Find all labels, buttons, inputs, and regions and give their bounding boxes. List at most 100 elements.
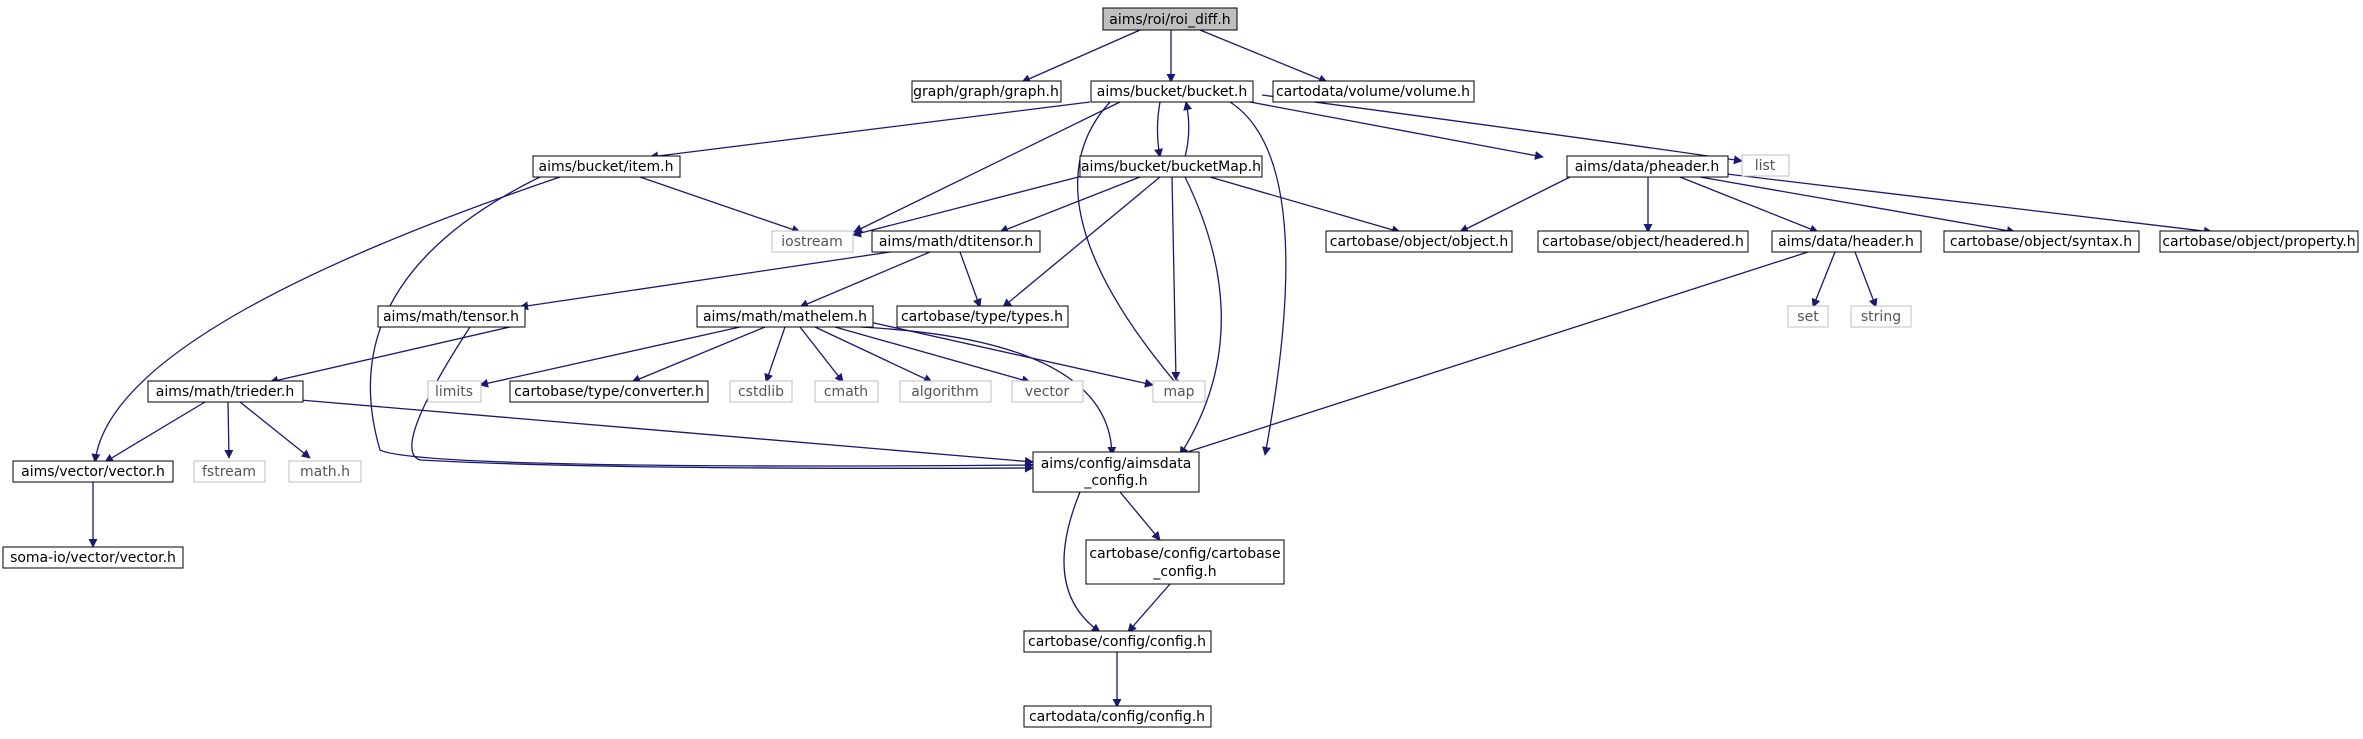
- svg-text:cartobase/object/property.h: cartobase/object/property.h: [2162, 234, 2355, 250]
- svg-text:aims/bucket/bucket.h: aims/bucket/bucket.h: [1097, 84, 1248, 100]
- node-types[interactable]: cartobase/type/types.h: [896, 305, 1069, 328]
- svg-text:aims/bucket/bucketMap.h: aims/bucket/bucketMap.h: [1081, 159, 1261, 175]
- edge-item-aimsconfig: [369, 176, 1034, 470]
- edge-bucketmap-dtitensor: [999, 176, 1141, 234]
- edges: [88, 29, 2213, 708]
- edge-mathelem-aimsconfig: [859, 326, 1117, 456]
- svg-text:aims/math/dtitensor.h: aims/math/dtitensor.h: [879, 234, 1033, 250]
- svg-text:aims/math/tensor.h: aims/math/tensor.h: [383, 309, 519, 325]
- edge-trieder-fstream: [224, 401, 234, 459]
- svg-text:vector: vector: [1025, 384, 1070, 400]
- node-aimsdata_config[interactable]: aims/config/aimsdata _config.h: [1032, 451, 1200, 493]
- node-trieder[interactable]: aims/math/trieder.h: [147, 380, 304, 403]
- node-converter[interactable]: cartobase/type/converter.h: [509, 380, 709, 403]
- node-algorithm[interactable]: algorithm: [899, 380, 992, 403]
- node-config[interactable]: cartobase/config/config.h: [1023, 630, 1212, 653]
- nodes: aims/roi/roi_diff.h graph/graph/graph.h …: [2, 7, 2359, 728]
- svg-text:soma-io/vector/vector.h: soma-io/vector/vector.h: [10, 550, 176, 566]
- svg-text:_config.h: _config.h: [1152, 564, 1216, 580]
- svg-text:cartobase/config/cartobase: cartobase/config/cartobase: [1089, 546, 1280, 562]
- svg-text:cartobase/object/syntax.h: cartobase/object/syntax.h: [1950, 234, 2132, 250]
- svg-text:cartobase/type/types.h: cartobase/type/types.h: [901, 309, 1063, 325]
- edge-tensor-aimsconfig: [411, 326, 1034, 473]
- edge-header-string: [1854, 251, 1878, 308]
- edge-pheader-syntax: [1699, 176, 2016, 236]
- node-syntax[interactable]: cartobase/object/syntax.h: [1943, 230, 2140, 253]
- svg-text:cstdlib: cstdlib: [738, 384, 784, 400]
- node-list[interactable]: list: [1741, 154, 1790, 177]
- edge-roi_diff-volume: [1199, 29, 1328, 84]
- edge-bucket-item: [649, 101, 1091, 161]
- edge-mathelem-limits: [479, 326, 741, 388]
- edge-bucket-bucketmap-a: [1154, 101, 1163, 158]
- node-bucket[interactable]: aims/bucket/bucket.h: [1090, 80, 1254, 103]
- node-headered[interactable]: cartobase/object/headered.h: [1537, 230, 1749, 253]
- node-object[interactable]: cartobase/object/object.h: [1325, 230, 1513, 253]
- svg-text:aims/math/trieder.h: aims/math/trieder.h: [156, 384, 294, 400]
- edge-item-iostream: [639, 176, 801, 234]
- edge-mathelem-vector: [834, 326, 1031, 385]
- svg-text:aims/bucket/item.h: aims/bucket/item.h: [539, 159, 674, 175]
- svg-text:aims/vector/vector.h: aims/vector/vector.h: [21, 464, 165, 480]
- node-limits[interactable]: limits: [427, 380, 482, 403]
- svg-text:cartobase/object/object.h: cartobase/object/object.h: [1330, 234, 1509, 250]
- svg-text:cartodata/config/config.h: cartodata/config/config.h: [1029, 709, 1205, 725]
- node-bucketmap[interactable]: aims/bucket/bucketMap.h: [1079, 155, 1263, 178]
- edge-bucket-aimsconfig: [1229, 101, 1287, 456]
- edge-bucket-pheader: [1249, 101, 1544, 160]
- svg-text:iostream: iostream: [781, 234, 843, 250]
- svg-text:list: list: [1755, 158, 1776, 174]
- node-fstream[interactable]: fstream: [193, 460, 266, 483]
- node-somaio_vector[interactable]: soma-io/vector/vector.h: [2, 546, 184, 569]
- edge-pheader-property: [1709, 171, 2213, 236]
- edge-item-vectorh: [91, 176, 561, 463]
- svg-text:_config.h: _config.h: [1083, 473, 1147, 489]
- node-header[interactable]: aims/data/header.h: [1771, 230, 1922, 253]
- edge-bucketmap-bucket: [1183, 101, 1193, 158]
- node-set[interactable]: set: [1787, 305, 1829, 328]
- node-vectorh[interactable]: aims/vector/vector.h: [12, 460, 174, 483]
- edge-pheader-header: [1679, 176, 1819, 234]
- node-map[interactable]: map: [1152, 380, 1206, 403]
- edge-roi_diff-graph: [1021, 29, 1141, 83]
- node-vector[interactable]: vector: [1011, 380, 1084, 403]
- svg-text:graph/graph/graph.h: graph/graph/graph.h: [913, 84, 1059, 100]
- svg-text:algorithm: algorithm: [911, 384, 979, 400]
- node-tensor[interactable]: aims/math/tensor.h: [377, 305, 526, 328]
- node-cartodata_config[interactable]: cartodata/config/config.h: [1023, 705, 1212, 728]
- node-roi_diff[interactable]: aims/roi/roi_diff.h: [1102, 7, 1238, 31]
- node-string[interactable]: string: [1850, 305, 1912, 328]
- edge-mathelem-algorithm: [814, 326, 933, 383]
- node-pheader[interactable]: aims/data/pheader.h: [1566, 155, 1729, 178]
- edge-header-set: [1811, 251, 1836, 308]
- edge-bucketmap-aimsconfig: [1179, 176, 1222, 456]
- svg-text:aims/data/pheader.h: aims/data/pheader.h: [1575, 159, 1720, 175]
- node-mathelem[interactable]: aims/math/mathelem.h: [696, 305, 874, 328]
- svg-text:map: map: [1163, 384, 1194, 400]
- edge-mathelem-converter: [631, 326, 766, 384]
- svg-text:cartobase/object/headered.h: cartobase/object/headered.h: [1542, 234, 1744, 250]
- edge-bucket-list: [1261, 94, 1743, 165]
- edge-trieder-aimsconfig: [299, 399, 1034, 466]
- node-cartobase_config[interactable]: cartobase/config/cartobase _config.h: [1085, 539, 1285, 585]
- edge-mathelem-cstdlib: [764, 326, 786, 383]
- node-graph[interactable]: graph/graph/graph.h: [911, 80, 1062, 103]
- node-mathh[interactable]: math.h: [288, 460, 362, 483]
- node-property[interactable]: cartobase/object/property.h: [2159, 230, 2359, 253]
- node-iostream[interactable]: iostream: [771, 230, 854, 253]
- node-dtitensor[interactable]: aims/math/dtitensor.h: [871, 230, 1041, 253]
- edge-dtitensor-mathelem: [799, 251, 931, 308]
- svg-text:string: string: [1861, 309, 1901, 325]
- node-volume[interactable]: cartodata/volume/volume.h: [1272, 80, 1475, 103]
- edge-tensor-trieder: [269, 326, 511, 385]
- node-item[interactable]: aims/bucket/item.h: [532, 155, 681, 178]
- edge-bucketmap-iostream: [852, 173, 1091, 238]
- svg-text:limits: limits: [435, 384, 473, 400]
- node-cstdlib[interactable]: cstdlib: [729, 380, 793, 403]
- edge-bucket-map: [1076, 101, 1181, 389]
- edge-dtitensor-types: [959, 251, 982, 308]
- svg-text:cartodata/volume/volume.h: cartodata/volume/volume.h: [1276, 84, 1470, 100]
- edge-trieder-vectorh: [104, 401, 206, 463]
- node-cmath[interactable]: cmath: [814, 380, 879, 403]
- edge-bucketmap-map: [1171, 176, 1181, 381]
